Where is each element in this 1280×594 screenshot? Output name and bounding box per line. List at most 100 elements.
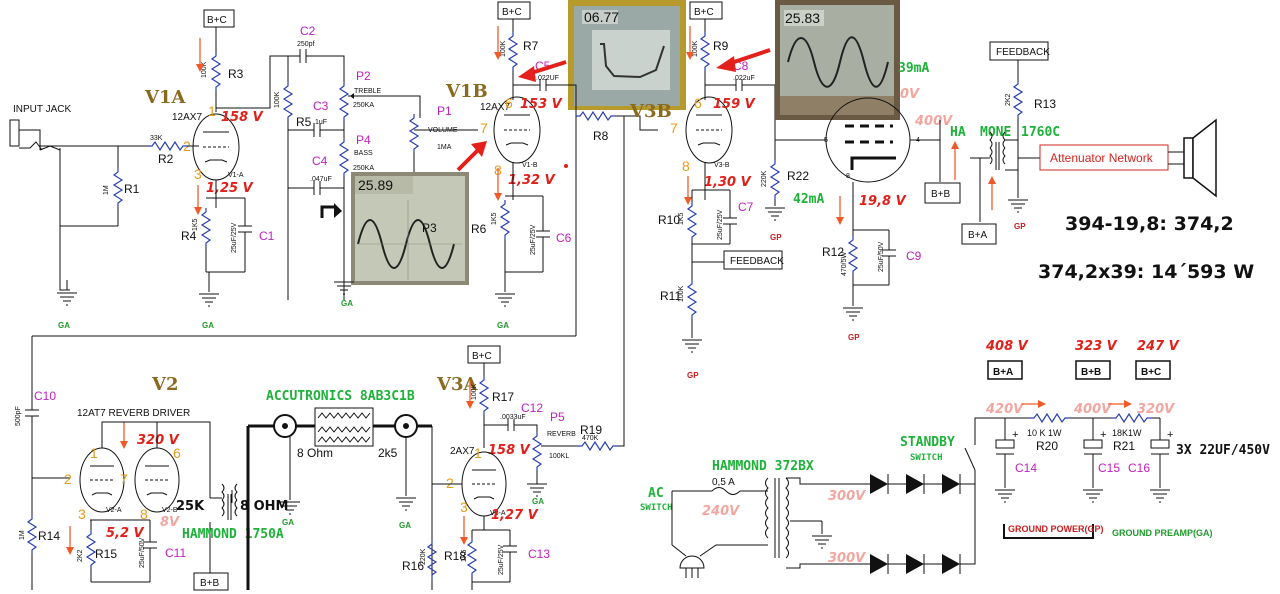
eight-ohm-a-label: 8 Ohm <box>297 446 333 460</box>
feedback-box-top-label: FEEDBACK <box>996 47 1050 58</box>
rail-ba-legend <box>987 360 1023 380</box>
ac-plug-icon <box>679 555 705 578</box>
r12-value: 470/5W <box>841 251 848 276</box>
rail-bb-power <box>924 182 961 204</box>
rail-400v: 400V <box>1073 402 1112 417</box>
power-cathode-voltage: 19,8 V <box>859 194 907 209</box>
c3-value: .1uF <box>313 119 327 126</box>
r11-value: 100K <box>678 285 685 302</box>
v1a-cathode-voltage: 1,25 V <box>206 181 254 196</box>
gnd-ga-3: GA <box>497 321 509 330</box>
v1a-pin3: 3 <box>194 166 202 182</box>
scope-photo-2: 06.77 <box>568 0 686 110</box>
ac-label: AC <box>648 486 664 501</box>
r15-label: R15 <box>95 547 117 561</box>
r22-value: 220K <box>761 170 768 187</box>
standby-label: STANDBY <box>900 435 955 450</box>
gnd-gp-1: GP <box>687 371 699 380</box>
v2-pin1: 1 <box>90 445 98 461</box>
ac-switch-label: SWITCH <box>640 503 673 513</box>
c6-value: 25uF/25V <box>530 224 537 255</box>
r13-label: R13 <box>1034 97 1056 111</box>
v1b-pin6: 6 <box>505 95 513 111</box>
standby-switch-label: SWITCH <box>910 453 943 463</box>
bc-voltage: 247 V <box>1137 339 1180 354</box>
v2-pin3: 3 <box>78 506 86 522</box>
r6-label: R6 <box>471 222 487 236</box>
hammond-372bx-label: HAMMOND 372BX <box>712 459 814 474</box>
v2-pin8: 8 <box>140 506 148 522</box>
r2-value: 33K <box>150 135 163 142</box>
current-42ma: 42mA <box>793 192 824 207</box>
feedback-box-top <box>989 41 1049 61</box>
gnd-gp-4: GP <box>1014 222 1026 231</box>
r11-label: R11 <box>660 289 681 303</box>
r10-label: R10 <box>658 213 680 227</box>
v1b-title: V1B <box>445 81 488 102</box>
power-screen-v: 400V <box>914 114 953 129</box>
r5-value: 100K <box>274 91 281 108</box>
p1-label: P1 <box>437 104 452 118</box>
gnd-ga-tank2: GA <box>399 521 411 530</box>
r7-label: R7 <box>523 39 539 53</box>
r6-value: 1K5 <box>491 212 498 225</box>
rail-bb-v2-label: B+B <box>200 578 220 589</box>
pt-pin8: 8 <box>846 173 850 180</box>
hammond-1760c-c: 1760C <box>1021 125 1060 140</box>
r16-label: R16 <box>402 559 424 573</box>
secondary-300v-a: 300V <box>828 489 866 504</box>
r12-label: R12 <box>822 245 844 259</box>
bass-label: BASS <box>354 150 373 157</box>
ba-voltage: 408 V <box>985 339 1029 354</box>
p1-value: 1MA <box>437 144 452 151</box>
rectifier-diodes-top <box>870 474 961 494</box>
rail-bc-v1b-label: B+C <box>502 7 522 18</box>
v1a-sub: V1-A <box>228 172 244 179</box>
scope-photo-1: 25.89 <box>351 172 469 285</box>
v3b-pin8: 8 <box>682 158 690 174</box>
r18-value: 1K5 <box>461 549 468 562</box>
v2b-sub: V2-B <box>162 507 178 514</box>
c2-value: 250pf <box>297 41 315 48</box>
r9-value: 100K <box>692 40 699 57</box>
rail-bc-v1b <box>497 1 531 20</box>
hammond-1750a-label: HAMMOND 1750A <box>182 527 284 542</box>
c10-value: 500pF <box>15 406 22 426</box>
c7-label: C7 <box>738 200 754 214</box>
c6-label: C6 <box>556 231 572 245</box>
bb-voltage: 323 V <box>1075 339 1118 354</box>
r22-label: R22 <box>787 169 809 183</box>
v1b-sub: V1-B <box>522 162 538 169</box>
input-jack-label: INPUT JACK <box>13 104 71 115</box>
v3b-partial-title: V3B <box>629 101 672 122</box>
rail-bb-legend-label: B+B <box>1081 367 1101 378</box>
filter-cap-c14: + <box>995 418 1018 488</box>
r1-value: 1M <box>103 185 110 195</box>
rail-bb-legend <box>1075 360 1111 380</box>
r4-label: R4 <box>181 229 197 243</box>
input-jack: INPUT JACK <box>9 104 71 291</box>
r17-value: 100K <box>471 383 478 400</box>
two-k5-label: 2k5 <box>378 446 398 460</box>
v3a-plate-voltage: 158 V <box>488 443 531 458</box>
v3a-sub: V3-A <box>490 510 506 517</box>
rail-bb-v2 <box>193 572 229 591</box>
p3-label: P3 <box>422 221 437 235</box>
scope-photo-3: 25.83 <box>775 0 900 120</box>
v1a-title: V1A <box>144 87 186 108</box>
mains-transformer <box>765 477 789 559</box>
feedback-box-mid-label: FEEDBACK <box>730 256 784 267</box>
r10-value: 1K5 <box>678 212 685 225</box>
c12-value: .0033uF <box>500 414 526 421</box>
output-transformer <box>989 131 1006 170</box>
c2-label: C2 <box>300 24 316 38</box>
p4-label: P4 <box>356 133 371 147</box>
r21-label: R21 <box>1113 439 1135 453</box>
ground-power-label: GROUND POWER(GP) <box>1008 524 1104 534</box>
r19-value: 470K <box>582 435 599 442</box>
c16-label: C16 <box>1128 461 1150 475</box>
v2-cathode-voltage: 5,2 V <box>106 526 145 541</box>
rectifier-diodes-bottom <box>870 554 961 574</box>
r13-value: 2K2 <box>1005 93 1012 106</box>
